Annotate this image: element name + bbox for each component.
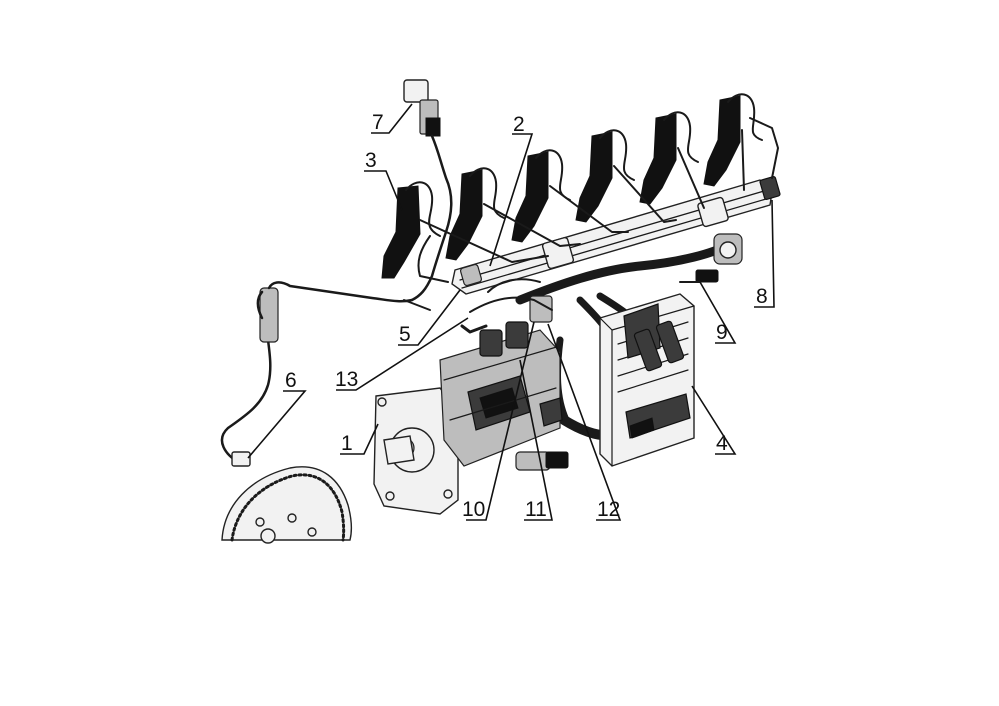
callout-8: 8	[756, 285, 768, 308]
callout-13: 13	[335, 368, 358, 391]
callout-labels: 1 2 3 4 5 6 7 8 9 10 11 12 13	[285, 111, 768, 521]
temperature-sensor	[679, 233, 743, 283]
callout-1: 1	[341, 432, 353, 455]
callout-10: 10	[462, 498, 485, 521]
crank-speed-sensor	[220, 281, 414, 467]
callout-11: 11	[525, 498, 547, 521]
leader-lines	[247, 103, 775, 521]
flywheel	[221, 466, 353, 544]
injectors	[381, 93, 779, 279]
high-pressure-pump	[373, 329, 569, 515]
rail-pressure-sensor	[403, 79, 453, 311]
callout-5: 5	[399, 323, 411, 346]
callout-6: 6	[285, 369, 297, 392]
valves-and-connectors	[460, 278, 553, 357]
callout-12: 12	[597, 498, 620, 521]
callout-9: 9	[716, 321, 728, 344]
high-pressure-lines	[417, 129, 745, 283]
callout-7: 7	[372, 111, 384, 134]
callout-2: 2	[513, 113, 525, 136]
ecu	[599, 293, 695, 467]
common-rail	[451, 176, 781, 295]
callout-3: 3	[365, 149, 377, 172]
callout-4: 4	[716, 432, 728, 455]
